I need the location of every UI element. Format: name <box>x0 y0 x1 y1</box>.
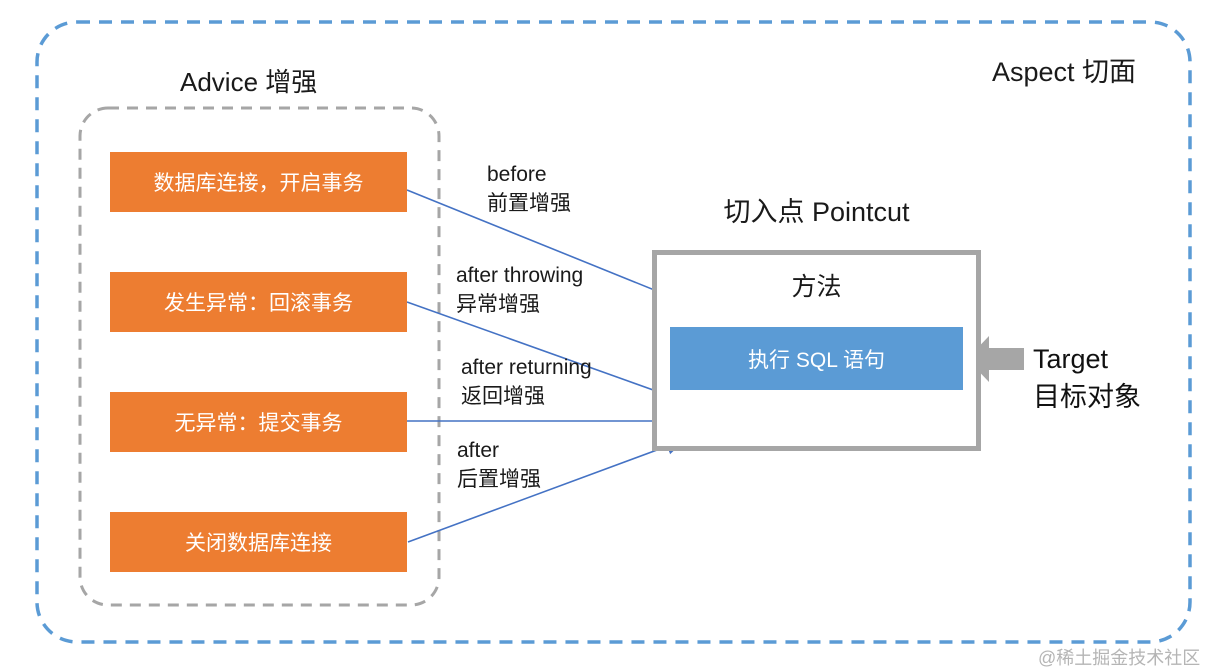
label-before: before 前置增强 <box>487 160 571 218</box>
target-label-zh: 目标对象 <box>1033 382 1141 412</box>
advice-box-open-transaction: 数据库连接，开启事务 <box>110 152 407 212</box>
sql-statement-box: 执行 SQL 语句 <box>670 327 963 390</box>
sql-statement-label: 执行 SQL 语句 <box>748 348 885 372</box>
label-after-zh: 后置增强 <box>457 468 541 491</box>
advice-box-label: 无异常：提交事务 <box>174 412 343 435</box>
label-after-returning: after returning 返回增强 <box>461 353 592 411</box>
arrow-after <box>407 438 686 543</box>
aspect-border <box>35 20 1192 644</box>
label-after-throwing: after throwing 异常增强 <box>456 261 583 319</box>
label-after-en: after <box>457 439 500 462</box>
label-after-returning-en: after returning <box>461 356 592 379</box>
advice-box-label: 发生异常：回滚事务 <box>164 292 353 315</box>
target-label-en: Target <box>1033 344 1109 374</box>
aspect-title: Aspect 切面 <box>992 57 1137 87</box>
watermark: @稀土掘金技术社区 <box>1038 648 1201 668</box>
target-arrow-icon <box>967 336 1024 382</box>
pointcut-title: 切入点 Pointcut <box>723 197 910 227</box>
arrow-before <box>406 189 686 304</box>
label-after-throwing-zh: 异常增强 <box>456 293 540 316</box>
advice-box-label: 关闭数据库连接 <box>185 532 332 555</box>
label-before-zh: 前置增强 <box>487 192 571 215</box>
target-label: Target 目标对象 <box>1033 340 1141 416</box>
label-after-throwing-en: after throwing <box>456 264 584 287</box>
advice-box-rollback: 发生异常：回滚事务 <box>110 272 407 332</box>
advice-box-close-connection: 关闭数据库连接 <box>110 512 407 572</box>
advice-title: Advice 增强 <box>180 67 318 97</box>
label-after-returning-zh: 返回增强 <box>461 385 545 408</box>
label-before-en: before <box>487 163 547 186</box>
advice-box-commit: 无异常：提交事务 <box>110 392 407 452</box>
arrow-after-throwing <box>406 301 686 403</box>
advice-box-label: 数据库连接，开启事务 <box>153 172 364 195</box>
method-label: 方法 <box>791 273 842 301</box>
label-after: after 后置增强 <box>457 436 541 494</box>
